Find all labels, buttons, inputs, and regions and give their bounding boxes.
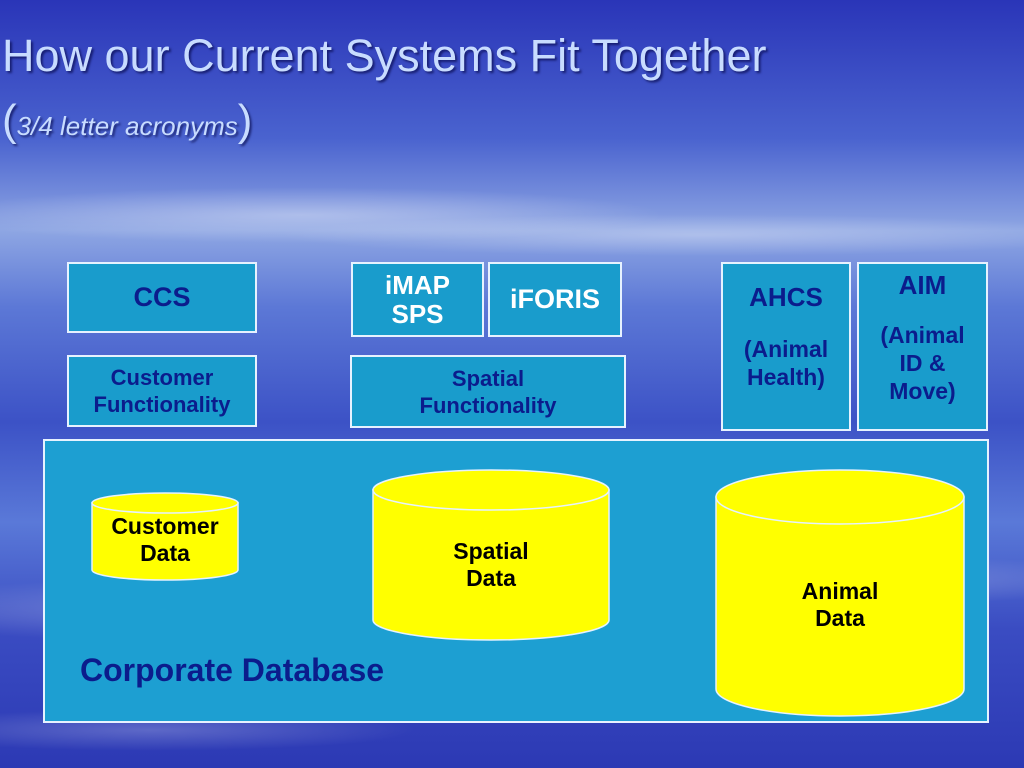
subtitle-text: 3/4 letter acronyms <box>16 111 238 141</box>
ahcs-box: AHCS (Animal Health) <box>721 262 851 431</box>
customer-data-cylinder <box>91 492 239 581</box>
customer-functionality-line2: Functionality <box>93 392 231 417</box>
aim-description: (Animal ID & Move) <box>880 321 964 405</box>
corporate-database-label: Corporate Database <box>80 652 385 688</box>
customer-data-line1: Customer <box>111 513 219 539</box>
aim-desc-line1: (Animal <box>880 322 965 348</box>
spatial-data-label: Spatial Data <box>373 538 609 592</box>
ccs-box: CCS <box>67 262 257 333</box>
customer-functionality-box: Customer Functionality <box>67 355 257 427</box>
open-paren: ( <box>2 96 17 145</box>
imap-label: iMAP <box>385 269 450 300</box>
spatial-data-line2: Data <box>466 565 516 591</box>
animal-data-label: Animal Data <box>716 578 964 632</box>
close-paren: ) <box>237 96 253 145</box>
spatial-functionality-line1: Spatial <box>451 365 525 391</box>
spatial-functionality-box: Spatial Functionality <box>350 355 626 428</box>
aim-desc-line2: ID & <box>899 350 946 376</box>
animal-data-line1: Animal <box>801 578 879 604</box>
slide-title: How our Current Systems Fit Together <box>2 30 767 81</box>
aim-box: AIM (Animal ID & Move) <box>857 262 988 431</box>
ahcs-description: (Animal Health) <box>744 335 828 391</box>
spatial-data-cylinder <box>372 469 610 641</box>
customer-functionality-line1: Customer <box>110 365 214 390</box>
spatial-data-line1: Spatial <box>453 538 529 564</box>
animal-data-cylinder <box>715 469 965 717</box>
spatial-functionality-line2: Functionality <box>419 392 557 418</box>
ahcs-desc-line2: Health) <box>747 364 825 390</box>
customer-data-line2: Data <box>140 540 190 566</box>
iforis-box: iFORIS <box>488 262 622 337</box>
aim-label: AIM <box>898 270 947 300</box>
iforis-label: iFORIS <box>509 284 600 314</box>
ahcs-label: AHCS <box>749 282 823 312</box>
imap-sps-box: iMAP SPS <box>351 262 484 337</box>
aim-desc-line3: Move) <box>889 378 956 404</box>
slide-subtitle: (3/4 letter acronyms) <box>2 96 252 146</box>
sps-label: SPS <box>391 298 444 329</box>
ccs-label: CCS <box>133 282 191 312</box>
customer-data-label: Customer Data <box>92 513 238 567</box>
animal-data-line2: Data <box>815 605 865 631</box>
ahcs-desc-line1: (Animal <box>743 336 829 362</box>
